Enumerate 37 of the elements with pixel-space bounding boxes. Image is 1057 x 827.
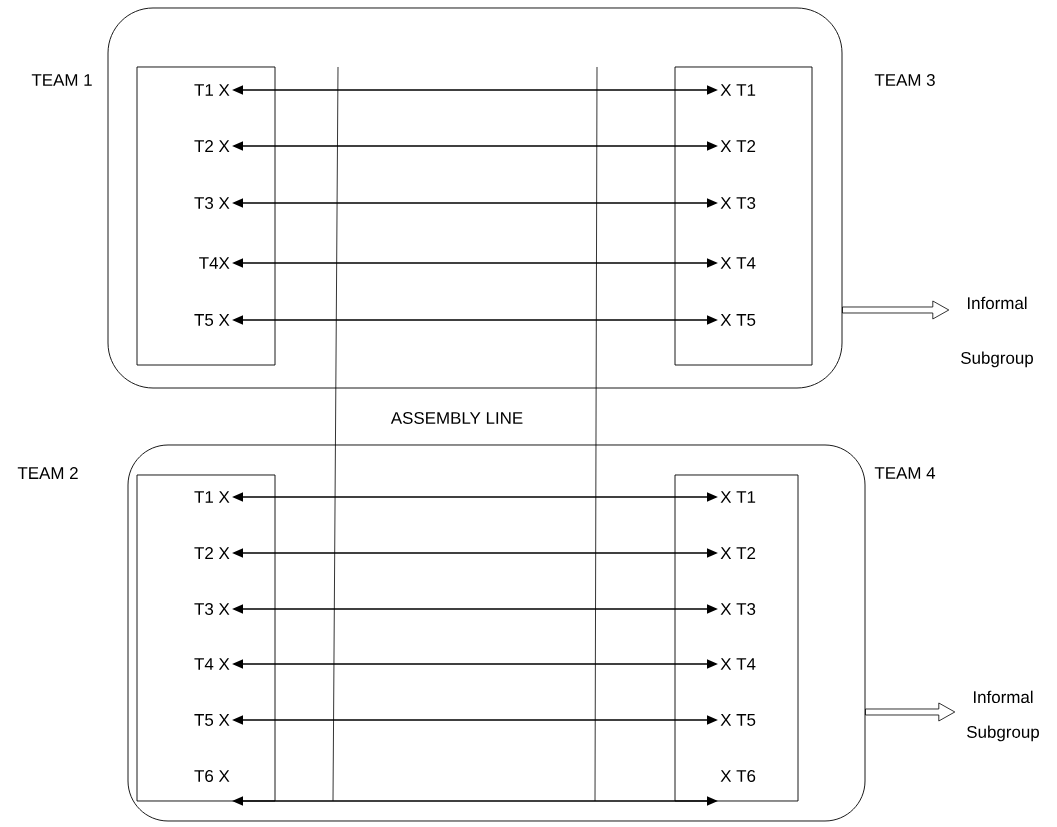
team-label: TEAM 1 bbox=[31, 74, 92, 86]
team-box bbox=[674, 66, 813, 366]
subgroup-label: Informal Subgroup bbox=[967, 690, 1039, 742]
task-label: X T5 bbox=[720, 314, 756, 326]
task-label: T2 X bbox=[194, 140, 230, 152]
task-label: X T1 bbox=[720, 491, 756, 503]
task-label: X T4 bbox=[720, 257, 756, 269]
team-label: TEAM 4 bbox=[874, 467, 936, 479]
team-label: TEAM 3 bbox=[874, 74, 935, 86]
group-frame bbox=[107, 7, 843, 389]
task-label: X T2 bbox=[720, 140, 756, 152]
task-label: T5 X bbox=[194, 714, 230, 726]
team-box bbox=[674, 474, 799, 802]
hollow-arrow bbox=[842, 300, 950, 320]
task-label: X T3 bbox=[720, 603, 756, 615]
task-label: T1 X bbox=[194, 491, 230, 503]
task-label: T5 X bbox=[194, 314, 230, 326]
subgroup-label: Informal Subgroup bbox=[961, 296, 1033, 368]
task-label: X T2 bbox=[720, 547, 756, 559]
task-label: X T4 bbox=[720, 658, 756, 670]
hollow-arrow bbox=[865, 702, 956, 722]
team-box bbox=[136, 474, 276, 802]
line-label: ASSEMBLY LINE bbox=[390, 412, 523, 424]
task-label: T3 X bbox=[194, 603, 230, 615]
task-label: T2 X bbox=[194, 547, 230, 559]
group-frame bbox=[127, 444, 866, 822]
task-label: T6 X bbox=[194, 770, 230, 782]
task-label: X T6 bbox=[720, 770, 756, 782]
task-label: T4 X bbox=[194, 658, 230, 670]
task-label: X T1 bbox=[720, 84, 756, 96]
task-label: T4X bbox=[199, 257, 230, 269]
team-box bbox=[136, 66, 276, 366]
task-label: T3 X bbox=[194, 197, 230, 209]
team-label: TEAM 2 bbox=[17, 467, 78, 479]
task-label: X T5 bbox=[720, 714, 756, 726]
task-label: T1 X bbox=[194, 84, 230, 96]
task-label: X T3 bbox=[720, 197, 756, 209]
